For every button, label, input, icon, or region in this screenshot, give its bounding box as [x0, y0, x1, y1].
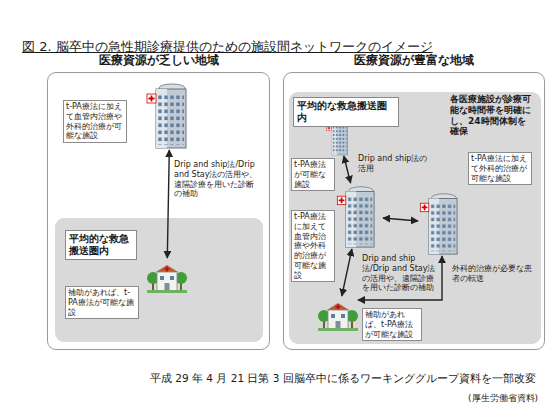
connector-arrow	[344, 156, 351, 183]
source-note: (厚生労働省資料)	[468, 392, 538, 405]
connector-arrow	[342, 249, 352, 296]
facility-callout: t-PA療法が可能な施設	[291, 158, 335, 191]
hospital-icon	[147, 84, 186, 148]
facility-callout: t-PA療法に加えて血管内治療や外科的治療が可能な施設	[63, 100, 127, 143]
edge-label: Drip and ship法/Drip and Stay法の活用や、遠隔診療を用…	[362, 254, 437, 293]
zone-label: 平均的な救急搬送圏内	[293, 97, 399, 127]
edge-label: Drip and ship法の活用	[358, 154, 428, 174]
facility-callout: 補助があれば、t-PA療法が可能な施設	[65, 286, 139, 319]
zone-label: 平均的な救急搬送圏内	[65, 230, 137, 260]
transport-zone: 平均的な救急搬送圏内t-PA療法が可能な施設t-PA療法に加えて血管内治療や外科…	[289, 92, 541, 344]
edge-label: Drip and ship法/Drip and Stay法の活用や、遠隔診療を用…	[174, 160, 259, 199]
hospital-icon	[337, 187, 374, 247]
connector-arrow	[358, 256, 442, 300]
edge-label: 外科的治療が必要な患者の転送	[452, 264, 532, 284]
clinic-icon	[318, 303, 358, 331]
facility-node: 補助があれば、t-PA療法が可能な施設	[147, 258, 187, 293]
transport-zone: 平均的な救急搬送圏内補助があれば、t-PA療法が可能な施設	[55, 218, 263, 342]
facility-node: 補助があれば、t-PA療法が可能な施設	[318, 296, 358, 331]
facility-callout: t-PA療法に加えて血管内治療や外科的治療が可能な施設	[291, 210, 335, 282]
note-text: 各医療施設が診療可能な時間帯を明確にし、24時間体制を確保	[450, 94, 534, 137]
region-heading: 医療資源が乏しい地域	[48, 52, 269, 69]
facility-node: t-PA療法に加えて血管内治療や外科的治療が可能な施設	[335, 183, 383, 249]
hospital-icon	[327, 120, 348, 155]
facility-node: t-PA療法に加えて血管内治療や外科的治療が可能な施設	[145, 80, 195, 150]
connector-arrow	[167, 150, 169, 258]
facility-node: t-PA療法に加えて外科的治療が可能な施設	[418, 190, 466, 256]
hospital-icon	[420, 194, 457, 254]
diagram-caption: 平成 29 年 4 月 21 日第 3 回脳卒中に係るワーキンググループ資料を一…	[150, 372, 536, 386]
connector-arrow	[383, 218, 418, 221]
clinic-icon	[147, 265, 187, 293]
facility-callout: t-PA療法に加えて外科的治療が可能な施設	[468, 152, 532, 185]
facility-callout: 補助があれば、t-PA療法が可能な施設	[362, 308, 422, 341]
region-heading: 医療資源が豊富な地域	[284, 52, 544, 69]
region-panel: 医療資源が乏しい地域t-PA療法に加えて血管内治療や外科的治療が可能な施設平均的…	[47, 72, 270, 350]
